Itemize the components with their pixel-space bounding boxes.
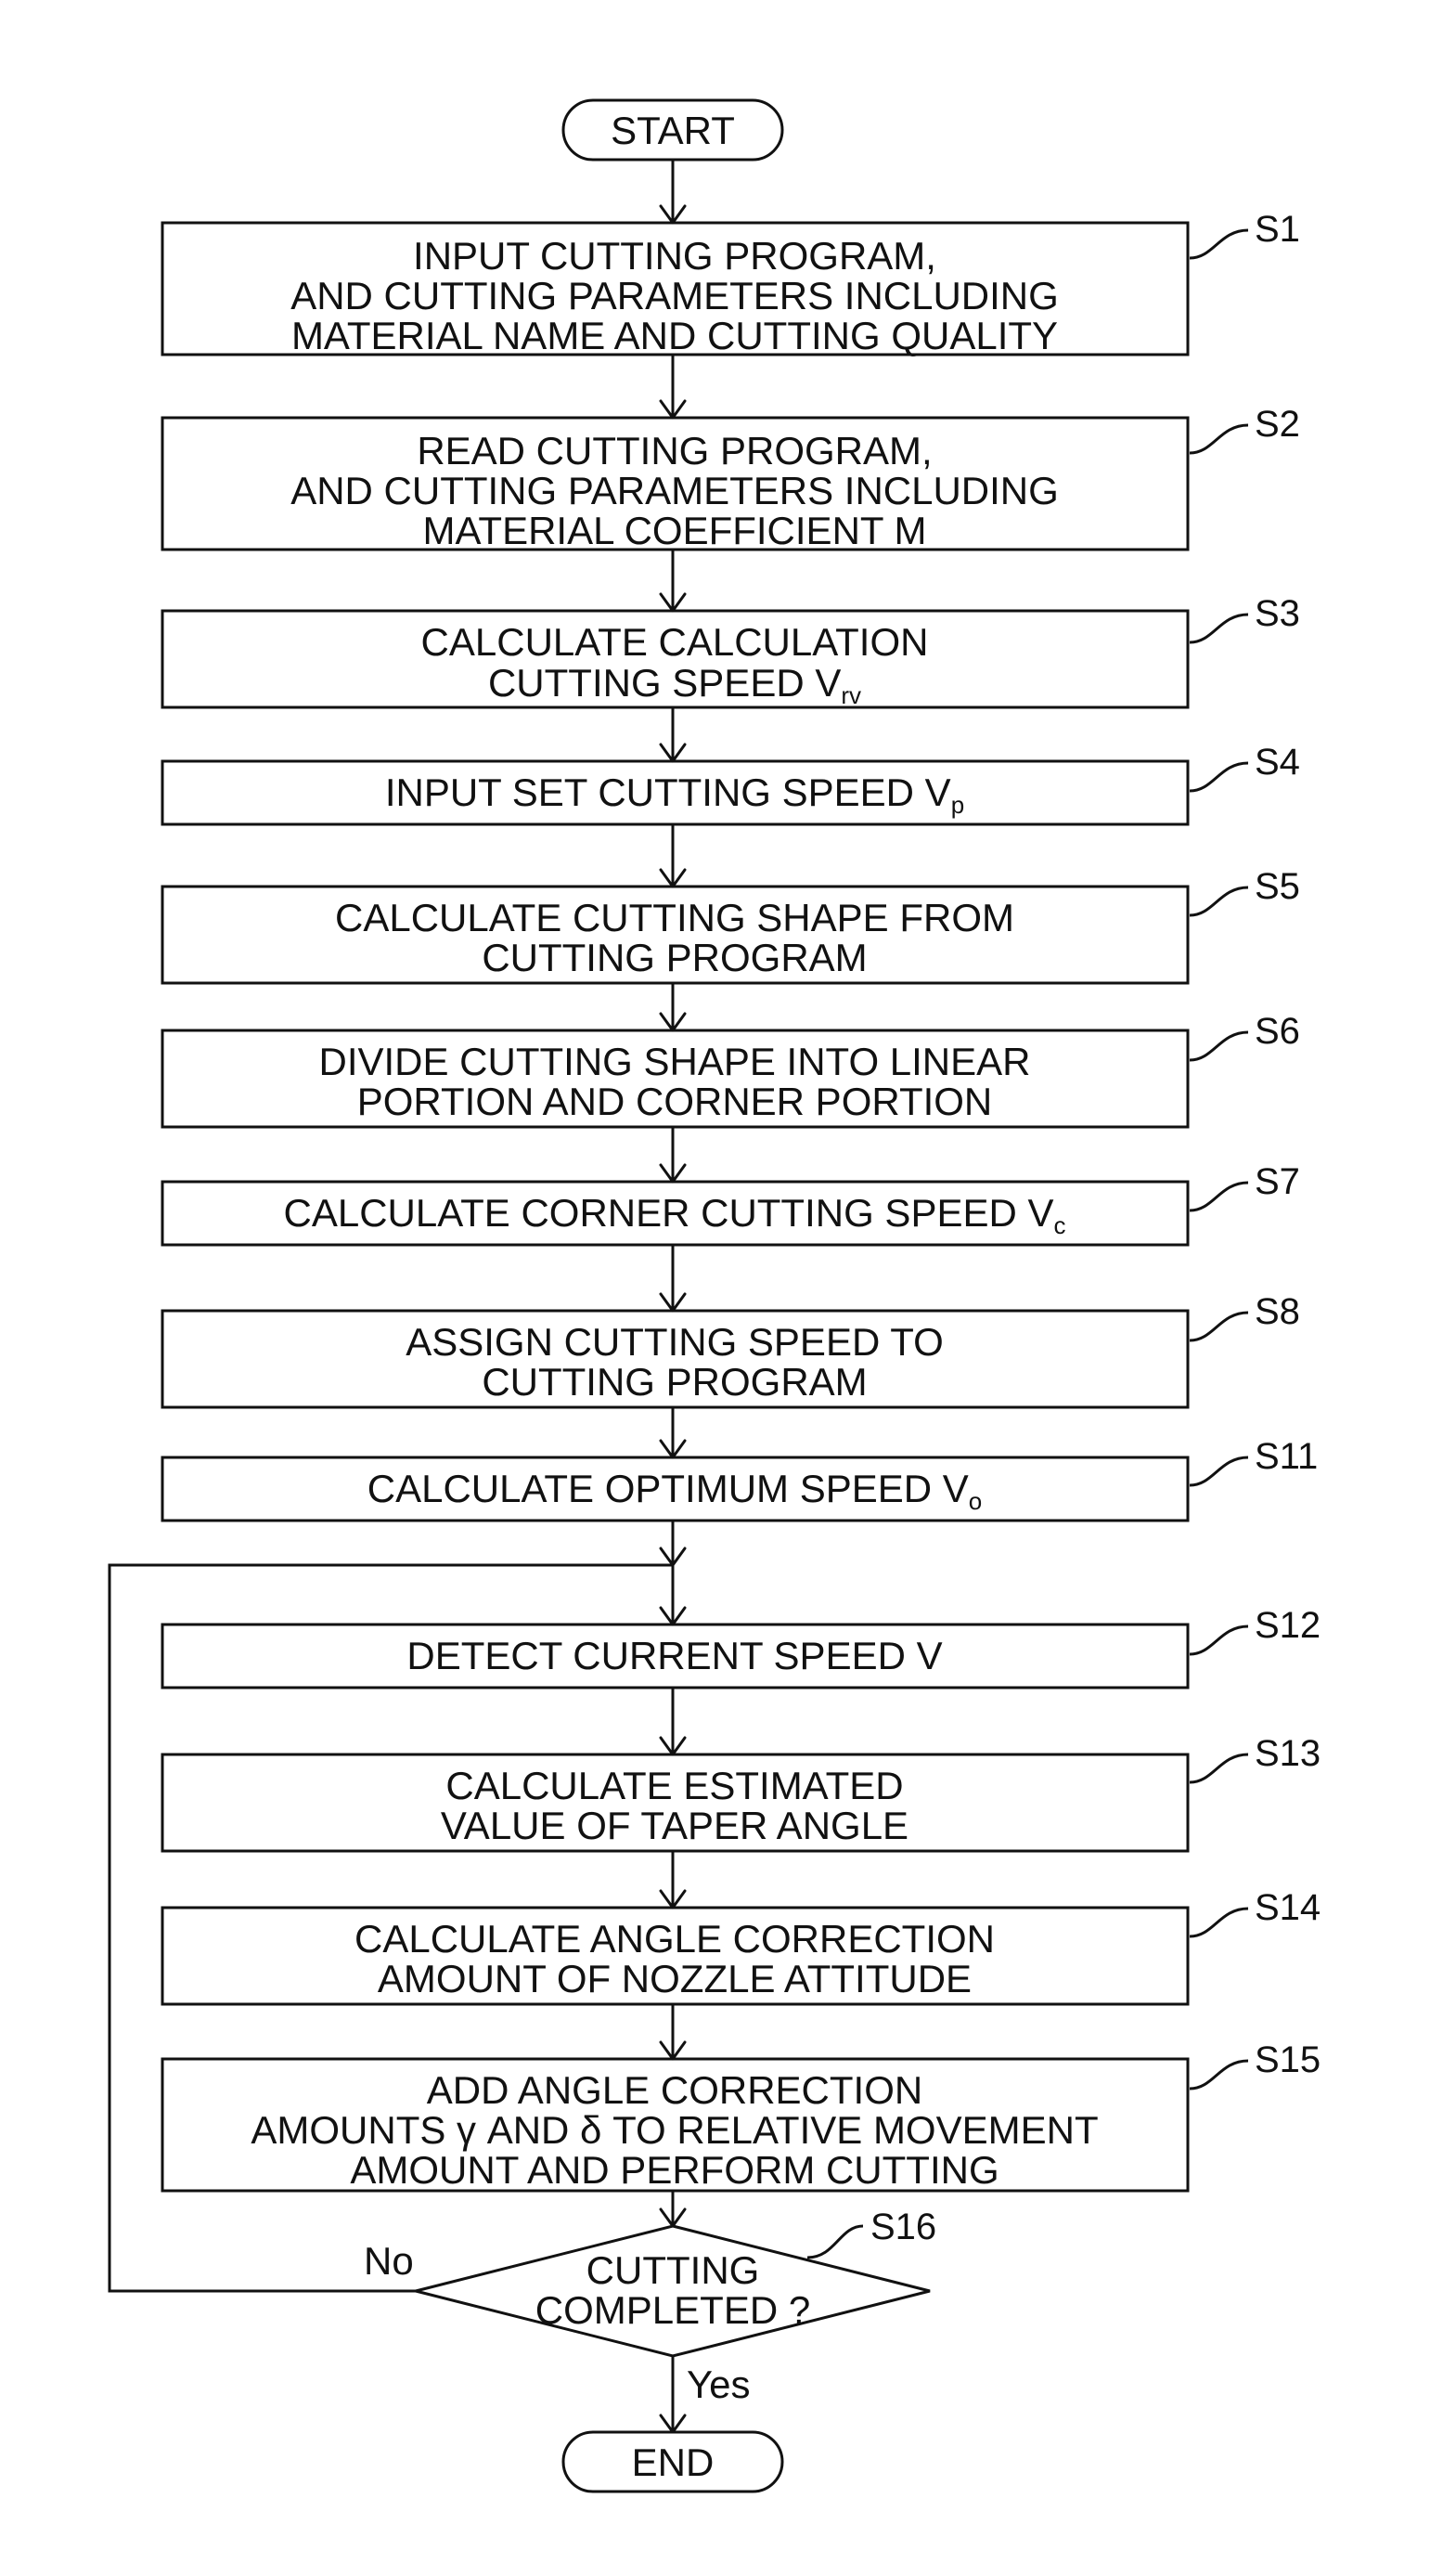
callout-label-s8: S8 xyxy=(1255,1291,1300,1332)
callout-label-s5: S5 xyxy=(1255,866,1300,907)
step-s5-line-2: CUTTING PROGRAM xyxy=(482,936,867,979)
callout-leader-s12 xyxy=(1190,1626,1248,1654)
step-s14-text: CALCULATE ANGLE CORRECTION AMOUNT OF NOZ… xyxy=(354,1917,995,2000)
step-s14-line-2: AMOUNT OF NOZZLE ATTITUDE xyxy=(378,1957,972,2000)
callout-leader-s4 xyxy=(1190,763,1248,791)
step-s3-line-1: CALCULATE CALCULATION xyxy=(421,620,929,664)
callout-label-s16: S16 xyxy=(870,2207,936,2247)
callout-label-s12: S12 xyxy=(1255,1605,1321,1646)
callout-label-s11: S11 xyxy=(1255,1436,1318,1477)
step-s13-line-2: VALUE OF TAPER ANGLE xyxy=(441,1804,908,1847)
step-callouts: S1 S2 S3 S4 S5 S6 S7 S8 S11 S12 S13 S14 … xyxy=(1190,209,1321,2089)
decision-no-label: No xyxy=(364,2239,414,2283)
step-s6-text: DIVIDE CUTTING SHAPE INTO LINEAR PORTION… xyxy=(318,1040,1030,1123)
callout-label-s3: S3 xyxy=(1255,593,1300,634)
step-s14-line-1: CALCULATE ANGLE CORRECTION xyxy=(354,1917,995,1961)
step-s12-line-1: DETECT CURRENT SPEED V xyxy=(406,1634,942,1677)
step-s6-line-1: DIVIDE CUTTING SHAPE INTO LINEAR xyxy=(318,1040,1030,1083)
step-s1-line-2: AND CUTTING PARAMETERS INCLUDING xyxy=(290,274,1059,317)
step-s4-line-1-main: INPUT SET CUTTING SPEED V xyxy=(385,770,951,814)
callout-leader-s1 xyxy=(1190,230,1248,258)
callout-leader-s15 xyxy=(1190,2061,1248,2089)
step-s7-line-1-main: CALCULATE CORNER CUTTING SPEED V xyxy=(283,1191,1053,1235)
decision-s16-line-2: COMPLETED ? xyxy=(535,2288,810,2332)
step-s11-line-1: CALCULATE OPTIMUM SPEED Vo xyxy=(367,1467,982,1515)
callout-label-s1: S1 xyxy=(1255,209,1300,250)
callout-leader-s13 xyxy=(1190,1754,1248,1782)
step-s8-line-1: ASSIGN CUTTING SPEED TO xyxy=(406,1320,944,1364)
callout-label-s7: S7 xyxy=(1255,1161,1300,1202)
step-s15-line-3: AMOUNT AND PERFORM CUTTING xyxy=(350,2148,999,2192)
step-s15-line-2: AMOUNTS γ AND δ TO RELATIVE MOVEMENT xyxy=(251,2108,1098,2152)
step-s11-line-1-main: CALCULATE OPTIMUM SPEED V xyxy=(367,1467,969,1510)
callout-label-s4: S4 xyxy=(1255,742,1300,783)
callout-leader-s8 xyxy=(1190,1313,1248,1340)
callout-leader-s16 xyxy=(807,2226,863,2258)
callout-leader-s11 xyxy=(1190,1457,1248,1485)
step-s15-line-1: ADD ANGLE CORRECTION xyxy=(427,2068,922,2112)
step-s6-line-2: PORTION AND CORNER PORTION xyxy=(357,1080,993,1123)
step-s11-subscript: o xyxy=(969,1487,982,1515)
callout-label-s15: S15 xyxy=(1255,2039,1321,2080)
step-s13-line-1: CALCULATE ESTIMATED xyxy=(445,1764,903,1807)
callout-leader-s6 xyxy=(1190,1032,1248,1060)
step-s2-line-1: READ CUTTING PROGRAM, xyxy=(417,429,932,472)
decision-yes-label: Yes xyxy=(687,2362,751,2406)
decision-s16-line-1: CUTTING xyxy=(586,2248,760,2292)
step-s8-text: ASSIGN CUTTING SPEED TO CUTTING PROGRAM xyxy=(406,1320,944,1404)
callout-label-s13: S13 xyxy=(1255,1733,1321,1774)
step-s2-line-3: MATERIAL COEFFICIENT M xyxy=(423,509,927,552)
step-s2-line-2: AND CUTTING PARAMETERS INCLUDING xyxy=(290,469,1059,512)
callout-leader-s14 xyxy=(1190,1909,1248,1936)
callout-leader-s5 xyxy=(1190,887,1248,915)
callout-leader-s3 xyxy=(1190,615,1248,642)
callout-label-s6: S6 xyxy=(1255,1011,1300,1052)
step-s3-line-2: CUTTING SPEED Vrv xyxy=(488,661,861,709)
step-s13-text: CALCULATE ESTIMATED VALUE OF TAPER ANGLE xyxy=(441,1764,908,1847)
callout-leader-s7 xyxy=(1190,1183,1248,1210)
step-s8-line-2: CUTTING PROGRAM xyxy=(482,1360,867,1404)
end-label: END xyxy=(632,2440,715,2484)
step-s7-subscript: c xyxy=(1054,1211,1066,1239)
step-s4-line-1: INPUT SET CUTTING SPEED Vp xyxy=(385,770,964,819)
callout-label-s2: S2 xyxy=(1255,404,1300,445)
step-s7-line-1: CALCULATE CORNER CUTTING SPEED Vc xyxy=(283,1191,1065,1239)
step-s1-line-3: MATERIAL NAME AND CUTTING QUALITY xyxy=(291,314,1058,357)
step-s3-subscript: rv xyxy=(841,681,861,709)
callout-leader-s2 xyxy=(1190,425,1248,453)
step-s3-line-2-main: CUTTING SPEED V xyxy=(488,661,841,705)
step-s5-line-1: CALCULATE CUTTING SHAPE FROM xyxy=(335,896,1014,939)
step-s4-subscript: p xyxy=(951,791,964,819)
step-s1-line-1: INPUT CUTTING PROGRAM, xyxy=(413,234,936,278)
start-label: START xyxy=(611,109,735,152)
callout-label-s14: S14 xyxy=(1255,1887,1321,1928)
